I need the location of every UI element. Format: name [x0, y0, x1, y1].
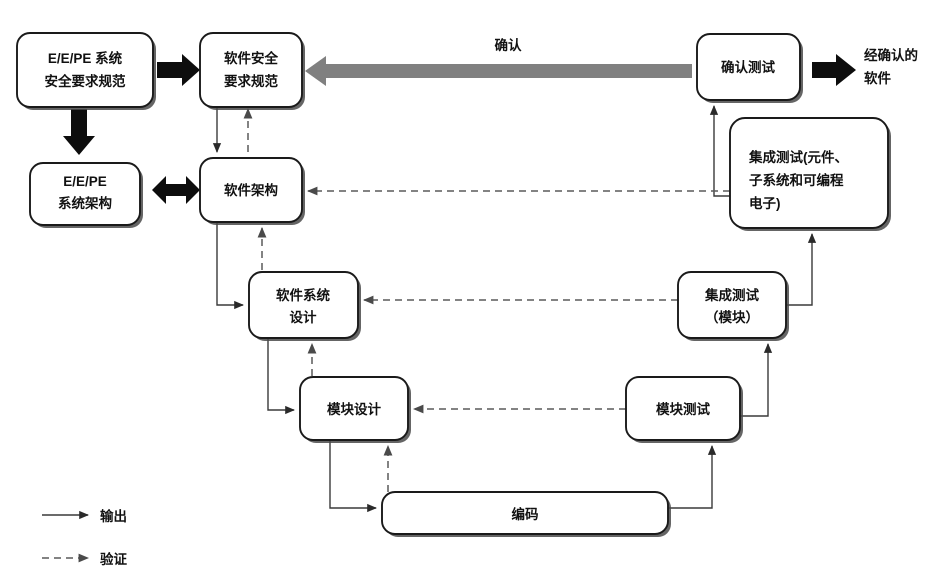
flow-moduledesign-to-coding: [329, 440, 377, 513]
node-label-line1: 模块测试: [656, 401, 710, 417]
block-arrow-layer: [63, 54, 856, 204]
node-body: [381, 491, 669, 535]
block-arrow-eepe-arch-sw-arch-bidirectional: [152, 176, 200, 204]
node-validation-test[interactable]: 确认测试: [696, 33, 803, 103]
legend-output-label: 输出: [100, 508, 127, 524]
node-body: [299, 376, 409, 441]
flow-coding-to-moduletest: [668, 445, 717, 509]
node-label-line1: 模块设计: [327, 401, 381, 417]
node-label-line1: E/E/PE 系统: [48, 50, 123, 66]
node-body: [625, 376, 741, 441]
node-sw-architecture[interactable]: 软件架构: [199, 157, 305, 225]
flow-integrationtestmodule-to-integrationtestsystem: [786, 233, 817, 306]
node-module-design[interactable]: 模块设计: [299, 376, 411, 443]
node-label-line1: 集成测试(元件、: [748, 149, 848, 165]
validated-software-label-line2: 软件: [864, 70, 892, 86]
node-sw-system-design[interactable]: 软件系统 设计: [248, 271, 361, 341]
node-coding[interactable]: 编码: [381, 491, 671, 537]
flow-systemdesign-to-moduledesign: [267, 338, 295, 415]
node-label-line2: 子系统和可编程: [749, 172, 844, 188]
node-integration-test-module[interactable]: 集成测试 （模块）: [677, 271, 789, 341]
node-label-line2: 要求规范: [224, 73, 278, 89]
node-body: [729, 117, 889, 229]
block-arrow-eepe-req-to-sw-req: [157, 54, 200, 86]
node-body: [696, 33, 801, 101]
validated-software-label-line1: 经确认的: [864, 47, 918, 63]
node-label-line2: （模块）: [705, 309, 759, 325]
node-eepe-safety-req[interactable]: E/E/PE 系统 安全要求规范: [16, 32, 156, 110]
validation-flow-label: 确认: [495, 37, 523, 53]
node-label-line1: 确认测试: [721, 59, 775, 75]
flow-architecture-to-systemdesign: [216, 222, 244, 310]
block-arrow-validationtest-to-validated-software: [812, 54, 856, 86]
node-label-line2: 系统架构: [58, 195, 112, 211]
node-body: [199, 157, 303, 223]
legend-verification-label: 验证: [100, 551, 127, 567]
node-body: [16, 32, 154, 108]
annotation-layer: 确认 经确认的 软件: [495, 37, 919, 86]
node-label-line1: 编码: [512, 506, 539, 522]
block-arrow-validation-gray: [305, 56, 692, 86]
node-label-line1: 集成测试: [704, 287, 759, 303]
node-body: [677, 271, 787, 339]
connector-layer: [212, 105, 817, 513]
node-module-test[interactable]: 模块测试: [625, 376, 743, 443]
block-arrow-eepe-req-to-eepe-arch: [63, 109, 95, 155]
node-body: [29, 162, 141, 226]
node-layer: E/E/PE 系统 安全要求规范 E/E/PE 系统架构 软件安全 要求规范 软…: [16, 32, 891, 537]
node-label-line2: 安全要求规范: [45, 73, 126, 89]
legend: 输出 验证: [42, 508, 127, 567]
node-eepe-architecture[interactable]: E/E/PE 系统架构: [29, 162, 143, 228]
node-label-line2: 设计: [290, 309, 317, 325]
node-body: [248, 271, 359, 339]
node-label-line1: 软件架构: [224, 182, 278, 198]
flow-integrationtestsystem-to-validationtest: [709, 105, 730, 197]
node-label-line3: 电子): [749, 195, 781, 211]
flow-moduletest-to-integrationtestmodule: [740, 343, 773, 417]
node-sw-safety-req[interactable]: 软件安全 要求规范: [199, 32, 305, 110]
node-integration-test-system[interactable]: 集成测试(元件、 子系统和可编程 电子): [729, 117, 891, 231]
node-label-line1: E/E/PE: [63, 174, 107, 189]
node-body: [199, 32, 303, 108]
node-label-line1: 软件系统: [276, 287, 330, 303]
node-label-line1: 软件安全: [224, 50, 278, 66]
legend-item-output: 输出: [42, 508, 127, 524]
legend-item-verification: 验证: [42, 551, 127, 567]
